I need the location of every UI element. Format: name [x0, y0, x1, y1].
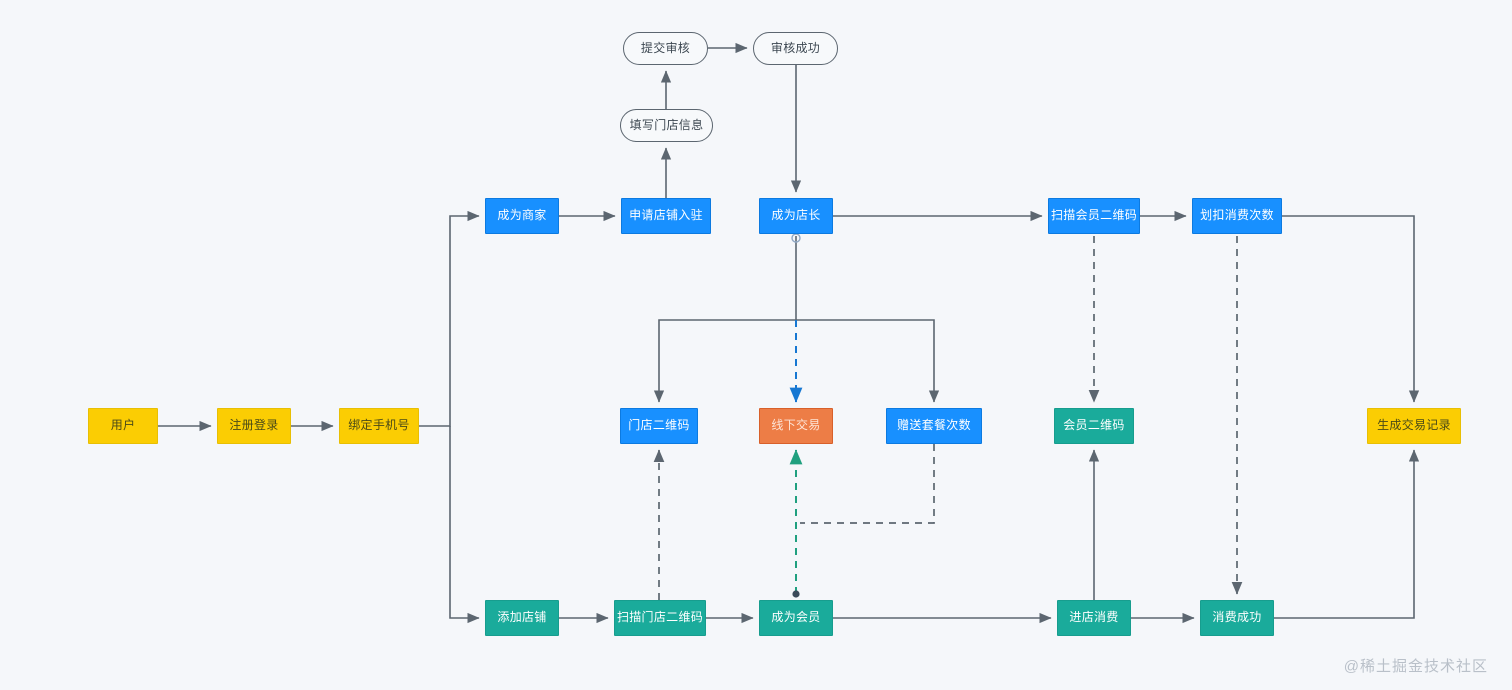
node-label: 划扣消费次数 — [1200, 208, 1274, 223]
node-store-qr[interactable]: 门店二维码 — [620, 408, 698, 444]
edge-bindphone-addshop — [449, 426, 480, 624]
node-label: 线下交易 — [771, 418, 821, 433]
node-label: 消费成功 — [1212, 610, 1262, 625]
node-bind-phone[interactable]: 绑定手机号 — [339, 408, 419, 444]
node-label: 填写门店信息 — [629, 117, 704, 132]
node-scan-member-qr[interactable]: 扫描会员二维码 — [1048, 198, 1140, 234]
node-gen-trade-record[interactable]: 生成交易记录 — [1367, 408, 1461, 444]
edge-deduct-record — [1282, 215, 1420, 403]
node-register-login[interactable]: 注册登录 — [217, 408, 291, 444]
node-deduct-count[interactable]: 划扣消费次数 — [1192, 198, 1282, 234]
edge-bindphone-merchant — [419, 210, 480, 427]
node-label: 成为商家 — [497, 208, 547, 223]
edge-manager-storeqr — [653, 319, 796, 403]
node-label: 赠送套餐次数 — [897, 418, 971, 433]
node-label: 门店二维码 — [628, 418, 690, 433]
node-label: 注册登录 — [229, 418, 279, 433]
node-become-merchant[interactable]: 成为商家 — [485, 198, 559, 234]
edge-gift-offlinetrade — [800, 444, 935, 524]
node-add-shop[interactable]: 添加店铺 — [485, 600, 559, 636]
node-label: 用户 — [110, 418, 136, 433]
node-scan-store-qr[interactable]: 扫描门店二维码 — [614, 600, 706, 636]
edge-manager-gift — [796, 319, 940, 403]
node-label: 审核成功 — [770, 40, 821, 55]
node-label: 扫描会员二维码 — [1050, 208, 1138, 223]
node-member-qr[interactable]: 会员二维码 — [1054, 408, 1134, 444]
node-enter-consume[interactable]: 进店消费 — [1057, 600, 1131, 636]
node-label: 提交审核 — [640, 40, 691, 55]
node-review-success[interactable]: 审核成功 — [753, 32, 838, 65]
node-label: 生成交易记录 — [1377, 418, 1451, 433]
node-become-member[interactable]: 成为会员 — [759, 600, 833, 636]
node-become-manager[interactable]: 成为店长 — [759, 198, 833, 234]
node-label: 扫描门店二维码 — [616, 610, 704, 625]
node-label: 成为会员 — [771, 610, 821, 625]
edge-success-record — [1274, 449, 1420, 619]
node-label: 绑定手机号 — [348, 418, 410, 433]
node-label: 成为店长 — [771, 208, 821, 223]
node-user[interactable]: 用户 — [88, 408, 158, 444]
node-apply-store[interactable]: 申请店铺入驻 — [621, 198, 711, 234]
node-gift-package[interactable]: 赠送套餐次数 — [886, 408, 982, 444]
node-label: 进店消费 — [1069, 610, 1119, 625]
watermark: @稀土掘金技术社区 — [1343, 658, 1488, 675]
node-submit-review[interactable]: 提交审核 — [623, 32, 708, 65]
node-fill-store-info[interactable]: 填写门店信息 — [620, 109, 713, 142]
node-consume-success[interactable]: 消费成功 — [1200, 600, 1274, 636]
node-offline-trade[interactable]: 线下交易 — [759, 408, 833, 444]
node-label: 申请店铺入驻 — [629, 208, 703, 223]
node-label: 添加店铺 — [497, 610, 547, 625]
solid-edges — [158, 42, 1420, 624]
node-label: 会员二维码 — [1063, 418, 1125, 433]
